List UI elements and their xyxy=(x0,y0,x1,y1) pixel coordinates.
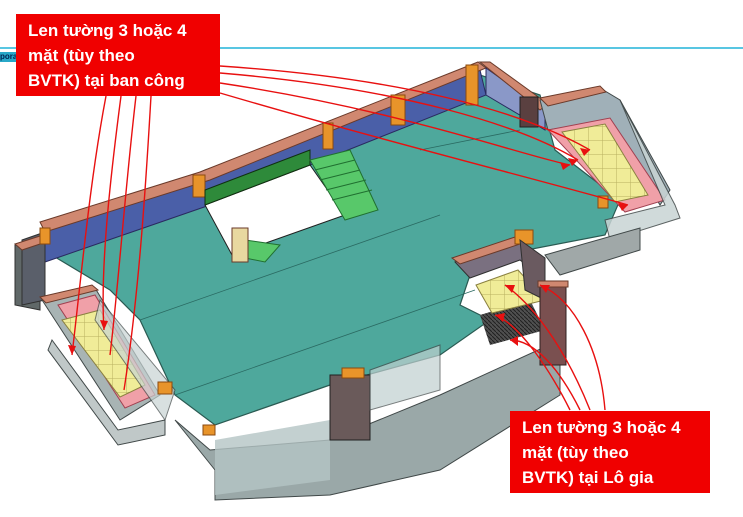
east-balcony-top xyxy=(538,85,607,107)
west-balcony-rail xyxy=(94,298,176,422)
front-column-top xyxy=(341,367,365,379)
stair-steps xyxy=(314,159,373,201)
west-balcony-front-wall xyxy=(47,338,166,446)
east-balcony-column xyxy=(519,96,539,128)
callout-balcony: Len tường 3 hoặc 4 mặt (tùy theo BVTK) t… xyxy=(16,14,220,96)
loggia-pillar-top xyxy=(537,280,569,288)
viewport-tab: pora xyxy=(0,52,16,62)
callout-loggia-line1: Len tường 3 hoặc 4 xyxy=(522,418,681,437)
column xyxy=(465,64,479,106)
callout-loggia-line3: BVTK) tại Lô gia xyxy=(522,468,654,487)
callout-balcony-line3: BVTK) tại ban công xyxy=(28,71,185,90)
stair-column xyxy=(231,227,249,263)
column xyxy=(202,424,216,436)
front-glass xyxy=(369,344,441,411)
callout-balcony-line2: mặt (tùy theo xyxy=(28,46,135,65)
callout-loggia: Len tường 3 hoặc 4 mặt (tùy theo BVTK) t… xyxy=(510,411,710,493)
stair-opening-wall xyxy=(204,149,311,206)
front-column xyxy=(329,374,371,441)
balcony-arrowheads xyxy=(68,148,628,355)
callout-balcony-line1: Len tường 3 hoặc 4 xyxy=(28,21,187,40)
loggia-column xyxy=(514,229,534,245)
floor-lines xyxy=(139,129,521,396)
column xyxy=(157,381,173,395)
column xyxy=(322,122,334,150)
balcony-arrows xyxy=(71,65,629,391)
lower-wall-glass xyxy=(215,420,330,495)
loggia-east-wall xyxy=(544,227,641,276)
west-balcony-top xyxy=(39,284,100,304)
callout-loggia-line2: mặt (tùy theo xyxy=(522,443,629,462)
column xyxy=(192,174,206,198)
east-balcony-tiles xyxy=(561,123,649,203)
column xyxy=(597,195,609,209)
column xyxy=(39,227,51,245)
loggia-arrowheads xyxy=(495,285,550,346)
